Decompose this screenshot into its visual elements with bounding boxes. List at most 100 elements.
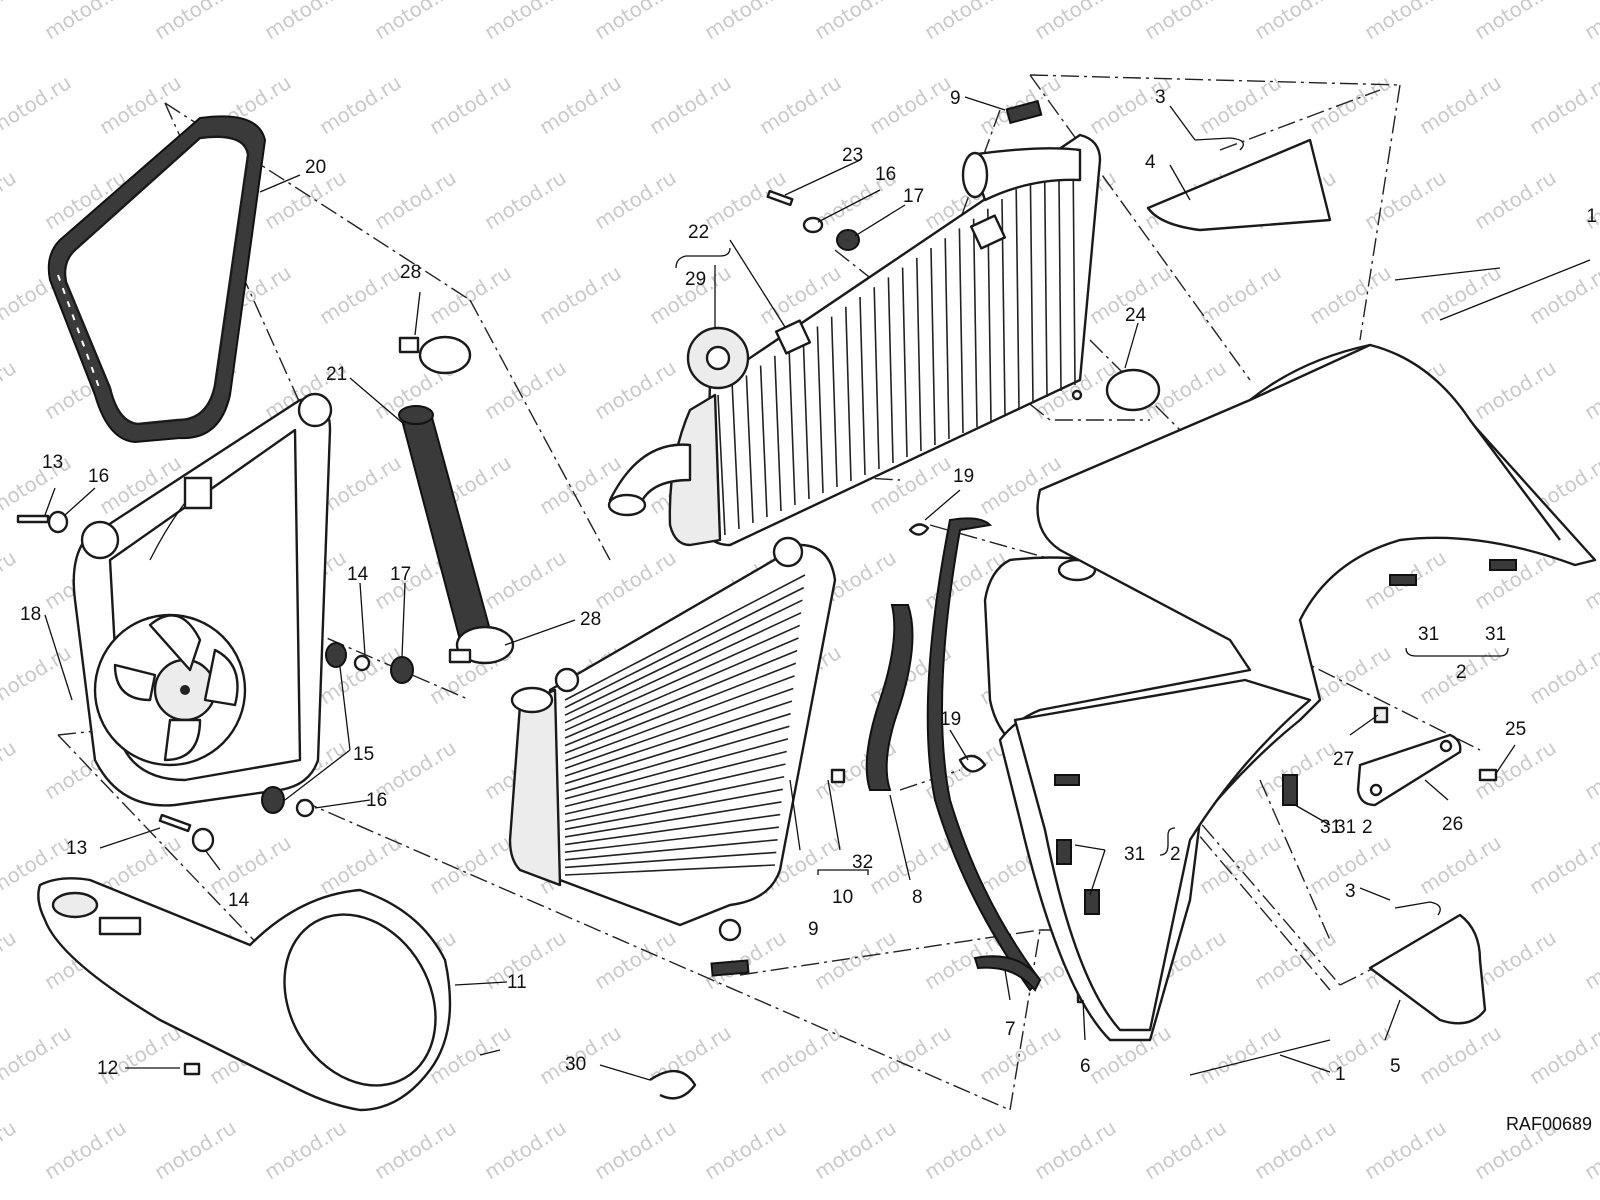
fan-cover-part	[37, 877, 501, 1112]
clip-30	[649, 1070, 697, 1100]
callout-label: 16	[366, 790, 387, 811]
watermark-text: motod.ru	[0, 735, 20, 804]
watermark-text: motod.ru	[315, 70, 406, 139]
lower-radiator-part	[508, 536, 846, 977]
upper-cover-plate	[1146, 137, 1332, 232]
callout-label: 10	[832, 887, 853, 908]
lower-cover-plate	[1368, 901, 1487, 1025]
belt-loop-part	[47, 115, 267, 444]
rod-part	[1189, 259, 1591, 1076]
callout-label: 24	[1125, 305, 1147, 326]
fan-mount-hardware	[16, 510, 414, 853]
callout-label: 20	[305, 157, 326, 178]
watermark-text: motod.ru	[480, 1115, 571, 1184]
callout-label: 3	[1155, 87, 1166, 108]
watermark-text: motod.ru	[1360, 0, 1451, 44]
callout-label: 15	[353, 744, 374, 765]
callout-labels: 1 1 2 2 2 3 3 4 5 6 7 8 9 9 10 11 12 13 …	[20, 87, 1597, 1085]
watermark-text: motod.ru	[370, 0, 461, 44]
callout-label: 31	[1485, 624, 1506, 645]
callout-label: 32	[852, 852, 873, 873]
callout-label: 25	[1505, 719, 1526, 740]
coolant-small-hose	[865, 523, 987, 791]
cap-24-marker	[1071, 389, 1083, 401]
watermark-text: motod.ru	[700, 1115, 791, 1184]
watermark-text: motod.ru	[1415, 260, 1506, 329]
callout-label: 16	[88, 466, 109, 487]
watermark-text: motod.ru	[1195, 260, 1286, 329]
callout-label: 1	[1586, 206, 1597, 227]
watermark-text: motod.ru	[0, 925, 20, 994]
callout-label: 19	[940, 709, 961, 730]
watermark-text: motod.ru	[1470, 0, 1561, 44]
callout-label: 1	[1335, 1064, 1346, 1085]
callout-brackets	[675, 247, 1509, 875]
watermark-text: motod.ru	[0, 1115, 20, 1184]
watermark-text: motod.ru	[1140, 0, 1231, 44]
callout-label: 2	[1170, 844, 1181, 865]
watermark-text: motod.ru	[1250, 1115, 1341, 1184]
callout-label: 31	[1124, 844, 1145, 865]
callout-label: 28	[400, 262, 421, 283]
watermark-text: motod.ru	[1305, 1020, 1396, 1089]
callout-label: 13	[66, 838, 87, 859]
callout-label: 30	[565, 1054, 586, 1075]
watermark-text: motod.ru	[920, 1115, 1011, 1184]
watermark-text: motod.ru	[480, 165, 571, 234]
watermark-text: motod.ru	[700, 0, 791, 44]
watermark-text: motod.ru	[1580, 355, 1600, 424]
watermark-text: motod.ru	[370, 1115, 461, 1184]
watermark-text: motod.ru	[260, 1115, 351, 1184]
callout-label: 5	[1390, 1056, 1401, 1077]
watermark-text: motod.ru	[1525, 830, 1600, 899]
watermark-text: motod.ru	[205, 830, 296, 899]
watermark-text: motod.ru	[0, 70, 75, 139]
callout-label: 9	[950, 88, 961, 109]
watermark-text: motod.ru	[810, 925, 901, 994]
callout-label: 31	[1320, 817, 1341, 838]
watermark-text: motod.ru	[865, 1020, 956, 1089]
callout-label: 6	[1080, 1056, 1091, 1077]
watermark-text: motod.ru	[590, 165, 681, 234]
callout-label: 7	[1005, 1019, 1016, 1040]
watermark-text: motod.ru	[1030, 0, 1121, 44]
watermark-text: motod.ru	[425, 260, 516, 329]
callout-label: 2	[1456, 662, 1467, 683]
watermark-text: motod.ru	[1580, 0, 1600, 44]
callout-label: 16	[875, 164, 896, 185]
watermark-text: motod.ru	[1525, 70, 1600, 139]
cooling-fan-assembly	[72, 392, 333, 807]
watermark-text: motod.ru	[810, 1115, 901, 1184]
callout-label: 2	[1362, 817, 1373, 838]
watermark-text: motod.ru	[1415, 1020, 1506, 1089]
callout-label: 31	[1335, 817, 1356, 838]
watermark-text: motod.ru	[590, 0, 681, 44]
watermark-text: motod.ru	[1250, 925, 1341, 994]
callout-label: 17	[903, 186, 924, 207]
watermark-text: motod.ru	[535, 70, 626, 139]
callout-label: 13	[42, 452, 63, 473]
watermark-text: motod.ru	[1580, 925, 1600, 994]
watermark-text: motod.ru	[1360, 1115, 1451, 1184]
watermark-text: motod.ru	[645, 70, 736, 139]
callout-label: 14	[347, 564, 369, 585]
watermark-text: motod.ru	[810, 0, 901, 44]
radiator-mount-hardware	[766, 99, 1043, 251]
watermark-text: motod.ru	[590, 355, 681, 424]
callout-label: 22	[688, 222, 709, 243]
callout-label: 18	[20, 604, 41, 625]
callout-label: 27	[1333, 749, 1354, 770]
watermark-text: motod.ru	[1415, 830, 1506, 899]
watermark-text: motod.ru	[0, 545, 20, 614]
watermark-text: motod.ru	[975, 1020, 1066, 1089]
watermark-text: motod.ru	[920, 0, 1011, 44]
callout-leaders	[44, 96, 1516, 1081]
watermark-text: motod.ru	[865, 70, 956, 139]
watermark-text: motod.ru	[1250, 0, 1341, 44]
watermark-text: motod.ru	[150, 0, 241, 44]
watermark-text: motod.ru	[1470, 355, 1561, 424]
watermark-text: motod.ru	[1305, 260, 1396, 329]
watermark-text: motod.ru	[260, 0, 351, 44]
callout-label: 26	[1442, 814, 1463, 835]
